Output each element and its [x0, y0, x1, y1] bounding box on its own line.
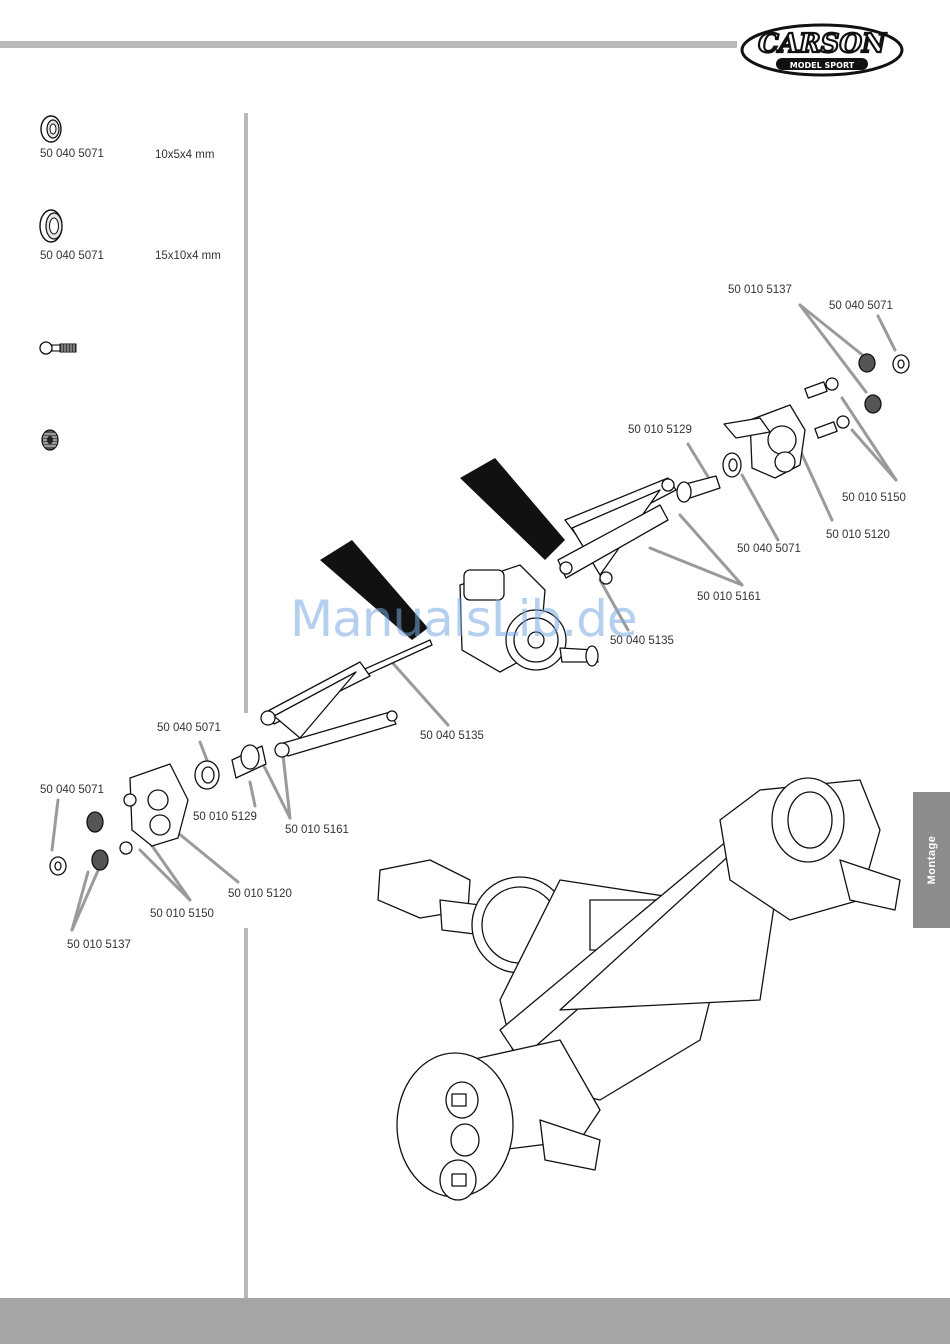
callout-label: 50 010 5120	[228, 888, 292, 900]
grub-screw-icon	[38, 428, 62, 452]
callout-label: 50 010 5129	[628, 424, 692, 436]
callout-label: 50 010 5161	[285, 824, 349, 836]
callout-label: 50 010 5120	[826, 529, 890, 541]
section-tab: Montage	[913, 792, 950, 928]
ball-stud-icon	[38, 338, 78, 358]
legend-part-number: 50 040 5071	[40, 250, 104, 262]
callout-label: 50 040 5071	[157, 722, 221, 734]
footer-band	[0, 1298, 950, 1344]
watermark: ManualsLib.de	[290, 590, 637, 648]
callout-label: 50 040 5135	[610, 635, 674, 647]
svg-text:CARSON: CARSON	[758, 29, 887, 59]
carson-logo: CARSON MODEL SPORT	[738, 22, 906, 78]
callout-label: 50 040 5071	[40, 784, 104, 796]
callout-label: 50 010 5150	[842, 492, 906, 504]
callout-label: 50 040 5071	[737, 543, 801, 555]
bearing-small-icon	[38, 114, 64, 144]
svg-text:MODEL SPORT: MODEL SPORT	[790, 61, 855, 70]
callout-label: 50 010 5161	[697, 591, 761, 603]
section-tab-label: Montage	[926, 836, 938, 885]
legend-part-number: 50 040 5071	[40, 148, 104, 160]
column-divider	[244, 113, 248, 713]
legend-size: 10x5x4 mm	[155, 149, 214, 161]
callout-label: 50 010 5129	[193, 811, 257, 823]
header-rule	[0, 41, 737, 48]
callout-label: 50 010 5137	[728, 284, 792, 296]
callout-label: 50 010 5137	[67, 939, 131, 951]
column-divider	[244, 928, 248, 1300]
callout-label: 50 040 5135	[420, 730, 484, 742]
callout-label: 50 010 5150	[150, 908, 214, 920]
bearing-large-icon	[37, 207, 67, 245]
legend-size: 15x10x4 mm	[155, 250, 221, 262]
callout-label: 50 040 5071	[829, 300, 893, 312]
